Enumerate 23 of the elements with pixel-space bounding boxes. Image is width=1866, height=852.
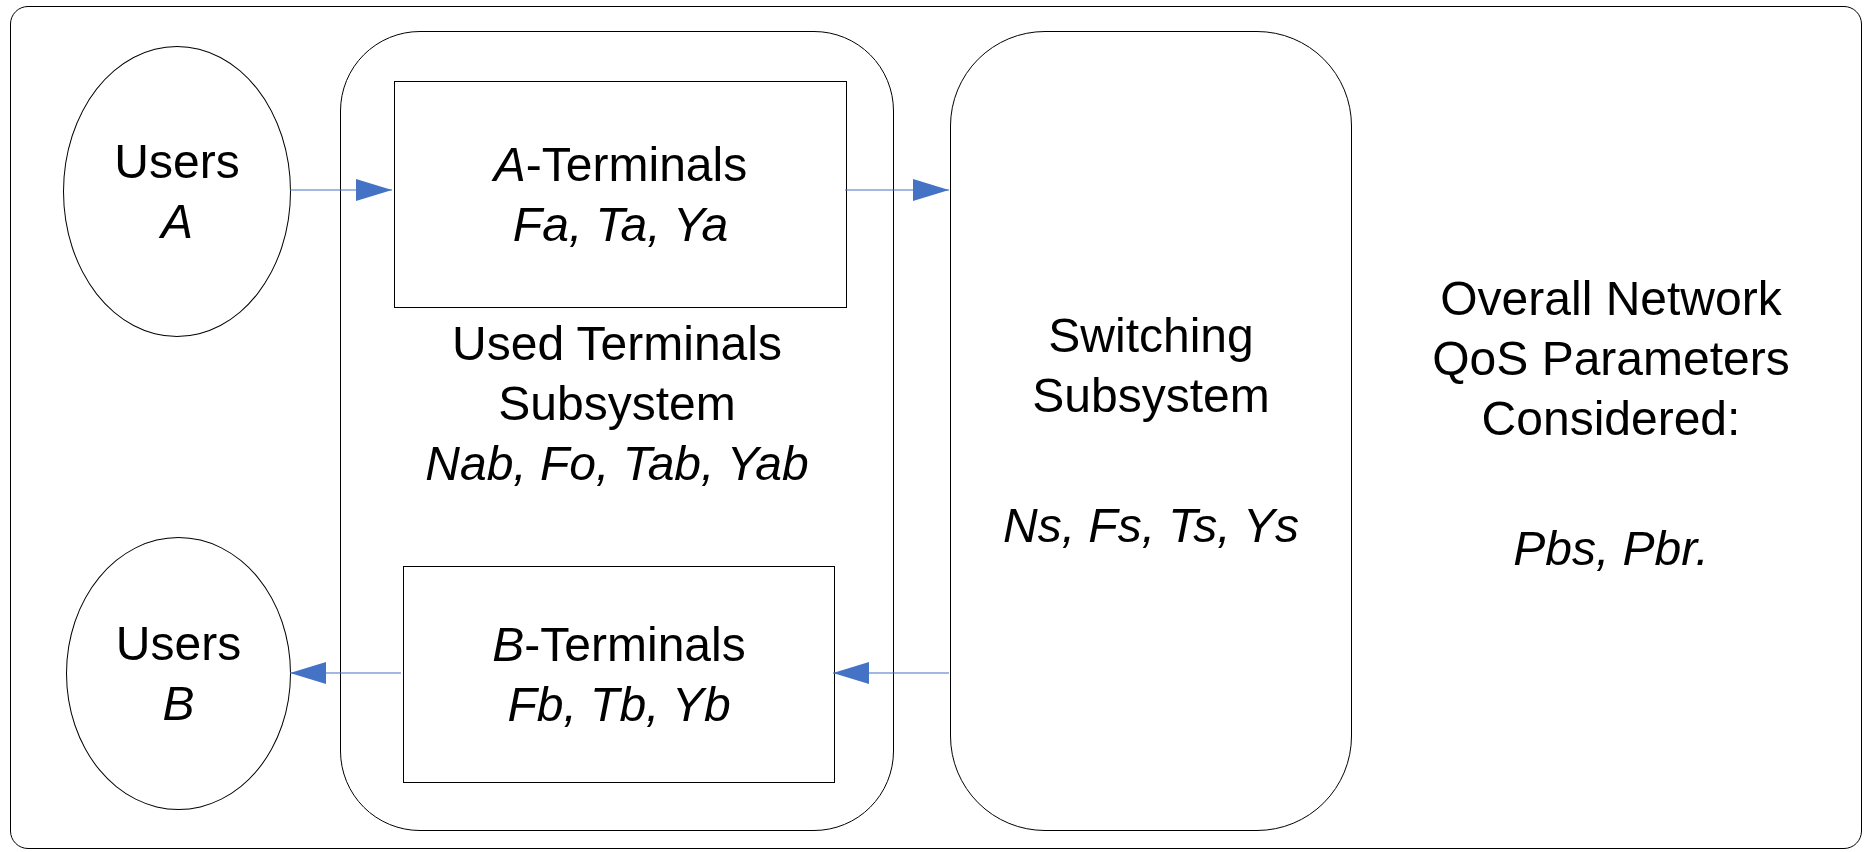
node-text: Users bbox=[114, 133, 240, 190]
node-text: A bbox=[161, 193, 193, 250]
node-text: Fb, Tb, Yb bbox=[507, 676, 731, 733]
node-text: Used Terminals Subsystem bbox=[451, 316, 783, 432]
diagram-frame bbox=[10, 6, 1862, 849]
node-text: A-Terminals bbox=[493, 136, 748, 193]
node-text: Ns, Fs, Ts, Ys bbox=[1002, 498, 1300, 554]
subsystem-box bbox=[340, 31, 894, 831]
arrow bbox=[289, 662, 402, 684]
arrow bbox=[289, 179, 393, 201]
terminal-box bbox=[394, 81, 847, 308]
node-text: Overall Network QoS Parameters Considered: bbox=[1431, 271, 1791, 447]
arrow bbox=[844, 179, 950, 201]
node-text: Fa, Ta, Ya bbox=[512, 196, 729, 253]
node-text: B bbox=[162, 675, 195, 732]
terminal-box bbox=[403, 566, 835, 783]
node-text: B-Terminals bbox=[492, 616, 746, 673]
arrow bbox=[832, 662, 950, 684]
node-text: Users bbox=[115, 615, 242, 672]
subsystem-box bbox=[950, 31, 1352, 831]
node-text: Pbs, Pbr. bbox=[1513, 521, 1709, 577]
node-text: Switching Subsystem bbox=[1031, 308, 1271, 424]
node-text: Nab, Fo, Tab, Yab bbox=[425, 436, 809, 492]
